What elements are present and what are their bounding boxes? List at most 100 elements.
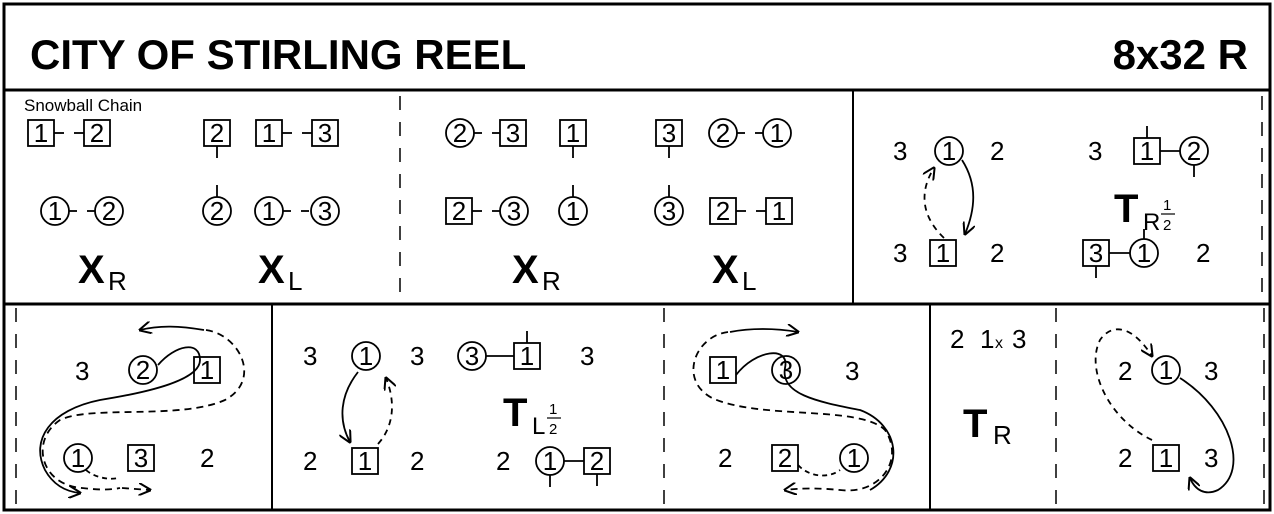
woman-3-label: 3 <box>779 355 793 385</box>
fraction-num: 1 <box>1163 197 1171 214</box>
couple-number: 3 <box>845 356 859 386</box>
woman-2-label: 2 <box>136 355 150 385</box>
woman-3-label: 3 <box>662 196 676 226</box>
step-3-top: 2 3 1 <box>445 118 587 158</box>
couple-number: 3 <box>303 341 317 371</box>
man-2 <box>83 119 111 147</box>
man-1 <box>709 356 737 384</box>
travel-arrow-dashed <box>377 378 392 445</box>
turn-symbol: X <box>712 248 739 292</box>
bars-9-16: 3 1 2 3 1 2 3 1 2 T R 1 2 3 <box>893 126 1210 278</box>
man-3-label: 3 <box>1089 238 1103 268</box>
man-2-label: 2 <box>452 196 466 226</box>
dance-format: 8x32 R <box>1112 31 1248 78</box>
step-1-bottom: 1 2 <box>40 196 124 226</box>
travel-arrow-dashed <box>692 331 893 490</box>
couple-number: 2 <box>410 446 424 476</box>
woman-1-label: 1 <box>1159 355 1173 385</box>
travel-arrow <box>729 329 798 332</box>
bars-last: 2 1 3 2 1 3 <box>1094 328 1235 494</box>
man-3 <box>311 119 339 147</box>
man-1-label: 1 <box>1159 443 1173 473</box>
bars-1-8: 1 2 1 2 2 1 <box>27 118 793 296</box>
man-1-label: 1 <box>200 355 214 385</box>
man-3 <box>499 119 527 147</box>
cross-mark: x <box>995 335 1003 352</box>
order-number: 3 <box>1012 324 1026 354</box>
man-1-label: 1 <box>936 238 950 268</box>
travel-arrow-dashed <box>41 329 245 491</box>
man-3 <box>127 444 155 472</box>
man-1-label: 1 <box>34 118 48 148</box>
step-3-bottom: 2 3 1 <box>445 185 588 226</box>
travel-arrow-dashed <box>797 464 841 477</box>
woman-1 <box>762 118 792 148</box>
man-2-label: 2 <box>778 443 792 473</box>
couple-number: 3 <box>410 341 424 371</box>
couple-number: 3 <box>893 238 907 268</box>
travel-arrow-dashed <box>85 469 119 480</box>
couple-number: 2 <box>1196 238 1210 268</box>
man-1-label: 1 <box>772 196 786 226</box>
woman-2-label: 2 <box>1187 136 1201 166</box>
couple-number: 3 <box>893 136 907 166</box>
turn-hand: R <box>542 266 561 296</box>
woman-1-label: 1 <box>262 196 276 226</box>
bars-25-28: 3 1 3 2 1 2 3 1 3 T L 1 2 2 1 <box>303 331 611 487</box>
man-3-label: 3 <box>318 118 332 148</box>
woman-1 <box>1151 355 1181 385</box>
turn-hand: R <box>1143 209 1160 236</box>
travel-arrow <box>39 346 201 493</box>
turn-symbol: X <box>258 248 285 292</box>
turn-hand: L <box>742 266 756 296</box>
fraction-num: 1 <box>549 401 557 418</box>
turn-symbol: T <box>963 402 987 446</box>
man-1-label: 1 <box>358 446 372 476</box>
man-1 <box>929 239 957 267</box>
step-4-bottom: 3 2 1 <box>654 185 793 226</box>
couple-number: 2 <box>200 443 214 473</box>
woman-2 <box>94 196 124 226</box>
woman-2-label: 2 <box>102 196 116 226</box>
step-2-top: 2 1 3 <box>203 118 339 158</box>
bars-turn-right: 2 1 x 3 T R <box>950 324 1026 450</box>
woman-3-label: 3 <box>507 196 521 226</box>
man-1 <box>351 447 379 475</box>
travel-arrow <box>342 371 359 442</box>
woman-3 <box>499 196 529 226</box>
man-2-label: 2 <box>90 118 104 148</box>
step-2-bottom: 2 1 3 <box>202 185 340 226</box>
step-1-top: 1 2 <box>27 118 111 148</box>
man-1-label: 1 <box>1140 136 1154 166</box>
woman-1-label: 1 <box>566 196 580 226</box>
travel-arrow <box>140 327 205 330</box>
woman-2-label: 2 <box>716 118 730 148</box>
woman-2-label: 2 <box>210 196 224 226</box>
couple-number: 3 <box>1204 356 1218 386</box>
woman-2 <box>128 355 158 385</box>
man-1 <box>1152 444 1180 472</box>
couple-number: 2 <box>718 443 732 473</box>
woman-1-label: 1 <box>71 443 85 473</box>
man-2 <box>771 444 799 472</box>
turn-symbol: T <box>503 391 527 435</box>
couple-number: 3 <box>75 356 89 386</box>
bars-17-24: 3 2 1 1 3 2 <box>39 327 245 493</box>
woman-1-label: 1 <box>847 443 861 473</box>
man-3-label: 3 <box>506 118 520 148</box>
woman-3 <box>310 196 340 226</box>
couple-number: 3 <box>580 341 594 371</box>
couple-number: 2 <box>990 136 1004 166</box>
woman-1 <box>63 443 93 473</box>
couple-number: 2 <box>1118 443 1132 473</box>
man-1 <box>193 356 221 384</box>
turn-hand: R <box>108 266 127 296</box>
turn-hand: L <box>288 266 302 296</box>
turn-symbol: X <box>512 248 539 292</box>
woman-1-label: 1 <box>543 446 557 476</box>
man-2-label: 2 <box>590 446 604 476</box>
man-2-label: 2 <box>210 118 224 148</box>
